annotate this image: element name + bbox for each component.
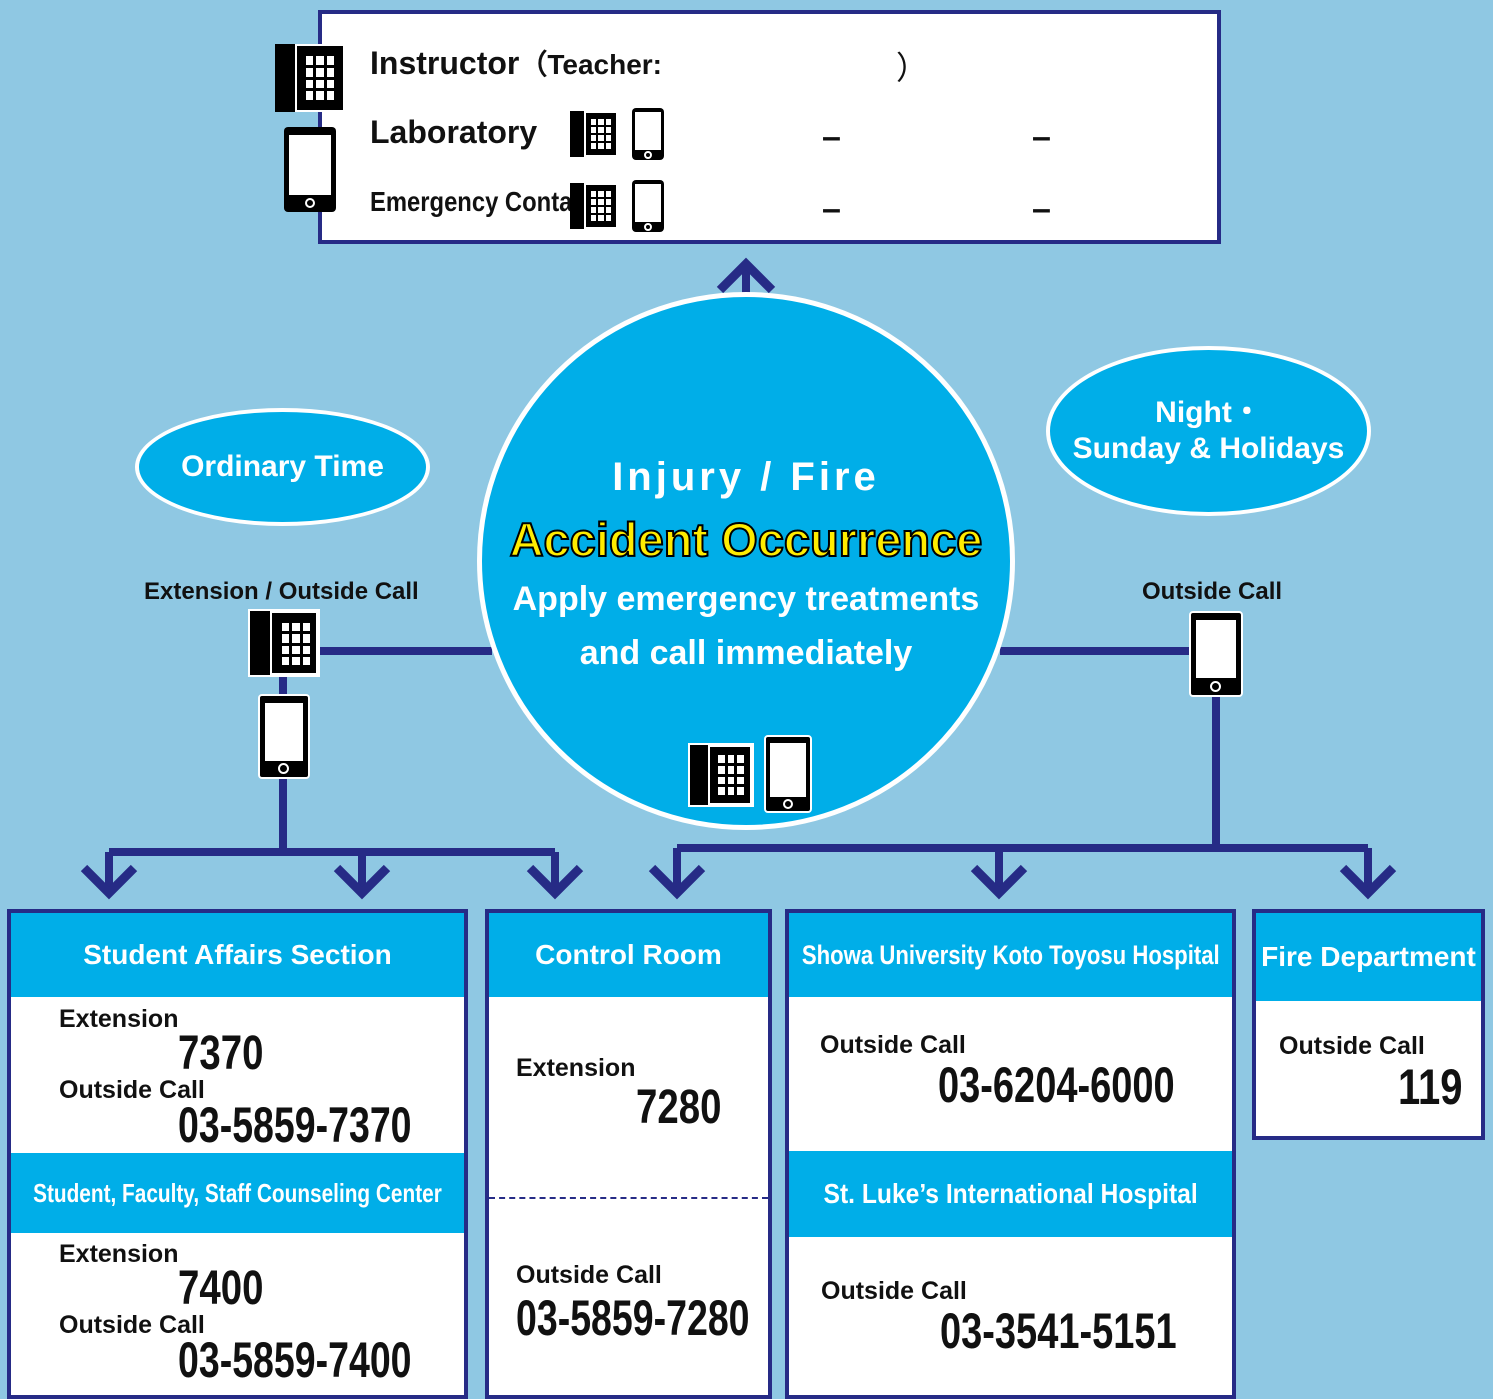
mobile-phone-icon <box>764 735 812 813</box>
student-affairs-extension-number: 7370 <box>178 1027 264 1080</box>
lab-dash-2: – <box>1032 118 1051 156</box>
counseling-outside-number: 03-5859-7400 <box>178 1332 412 1388</box>
sunday-holidays-label: Sunday & Holidays <box>1072 432 1345 465</box>
teacher-close-paren: ） <box>896 50 929 86</box>
injury-fire-title: Injury / Fire <box>612 455 880 499</box>
desk-phone-icon <box>570 183 618 229</box>
counseling-outside-label: Outside Call <box>59 1311 205 1339</box>
ordinary-time-ellipse: Ordinary Time <box>135 408 430 526</box>
extension-outside-call-label: Extension / Outside Call <box>144 578 419 605</box>
showa-outside-label: Outside Call <box>820 1031 966 1059</box>
mobile-phone-icon <box>258 694 310 779</box>
showa-outside-number: 03-6204-6000 <box>938 1057 1175 1113</box>
mobile-phone-icon <box>632 180 664 232</box>
fire-outside-label: Outside Call <box>1279 1032 1425 1060</box>
fire-department-header: Fire Department <box>1256 913 1481 1001</box>
accident-occurrence-circle: Injury / Fire Accident Occurrence Apply … <box>477 292 1015 830</box>
control-room-extension-number: 7280 <box>636 1081 722 1134</box>
student-affairs-outside-number: 03-5859-7370 <box>178 1097 412 1153</box>
mobile-phone-icon <box>632 108 664 160</box>
student-affairs-extension-label: Extension <box>59 1005 179 1033</box>
control-room-outside-label: Outside Call <box>516 1261 662 1289</box>
emergency-dash-1: – <box>822 190 841 228</box>
laboratory-label: Laboratory <box>370 114 538 150</box>
desk-phone-icon <box>275 44 345 112</box>
st-lukes-outside-label: Outside Call <box>821 1277 967 1305</box>
mobile-phone-icon <box>1189 611 1243 697</box>
desk-phone-icon <box>570 111 618 157</box>
control-room-header: Control Room <box>489 913 768 997</box>
fire-outside-number: 119 <box>1398 1059 1463 1115</box>
desk-phone-icon <box>688 743 754 807</box>
instructor-label: Instructor（Teacher: <box>370 45 662 81</box>
night-label: Night・ <box>1155 396 1262 429</box>
counseling-center-header: Student, Faculty, Staff Counseling Cente… <box>11 1153 464 1233</box>
control-room-outside-number: 03-5859-7280 <box>516 1290 750 1346</box>
accident-occurrence-title: Accident Occurrence <box>509 512 984 567</box>
outside-call-label: Outside Call <box>1142 578 1283 605</box>
desk-phone-icon <box>248 609 320 677</box>
emergency-dash-2: – <box>1032 190 1051 228</box>
ordinary-time-label: Ordinary Time <box>181 450 384 483</box>
st-lukes-hospital-header: St. Luke’s International Hospital <box>789 1151 1232 1237</box>
control-room-divider <box>489 1197 768 1199</box>
st-lukes-outside-number: 03-3541-5151 <box>940 1303 1177 1359</box>
counseling-extension-label: Extension <box>59 1240 179 1268</box>
call-immediately-text: and call immediately <box>579 634 913 672</box>
control-room-extension-label: Extension <box>516 1054 636 1082</box>
lab-dash-1: – <box>822 118 841 156</box>
counseling-extension-number: 7400 <box>178 1262 264 1315</box>
student-affairs-outside-label: Outside Call <box>59 1076 205 1104</box>
student-affairs-header: Student Affairs Section <box>11 913 464 997</box>
mobile-phone-icon <box>284 127 336 212</box>
night-holidays-ellipse: Night・ Sunday & Holidays <box>1046 346 1371 516</box>
apply-treatment-text: Apply emergency treatments <box>512 580 980 618</box>
showa-hospital-header: Showa University Koto Toyosu Hospital <box>789 913 1232 997</box>
emergency-contact-label: Emergency Contact <box>370 186 594 217</box>
